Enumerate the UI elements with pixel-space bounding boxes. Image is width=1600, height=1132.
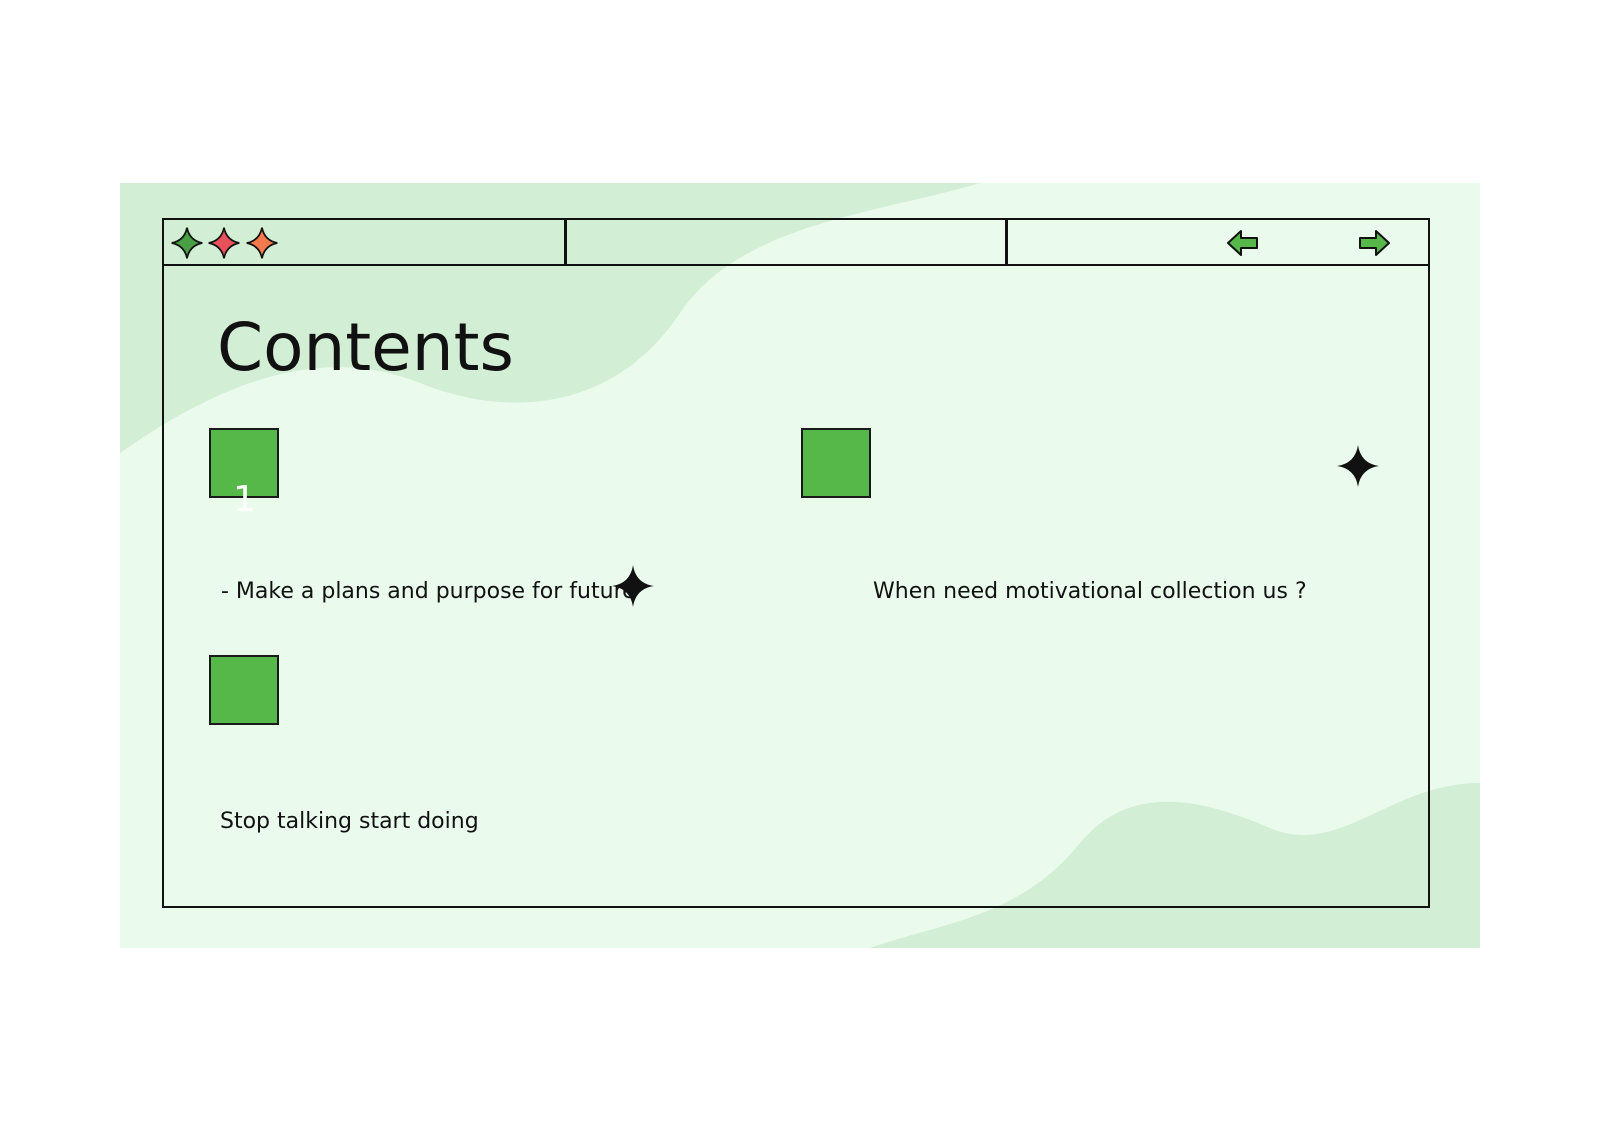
- title-bar-divider: [564, 220, 567, 264]
- item-number-box: [209, 655, 279, 725]
- item-number: 1: [233, 479, 256, 520]
- red-star-icon: [208, 227, 240, 259]
- title-bar-divider: [1005, 220, 1008, 264]
- content-item-text: - Make a plans and purpose for future: [221, 579, 636, 604]
- item-number-box: [801, 428, 871, 498]
- orange-star-icon: [246, 227, 278, 259]
- background-blob-top-left: [120, 183, 980, 453]
- item-number-box: 1: [209, 428, 279, 518]
- slide: Contents 1 - Make a plans and purpose fo…: [120, 183, 1480, 948]
- arrow-left-icon[interactable]: [1226, 228, 1260, 258]
- content-item-text: When need motivational collection us ?: [873, 579, 1307, 604]
- green-star-icon: [171, 227, 203, 259]
- window-frame: Contents 1 - Make a plans and purpose fo…: [162, 218, 1430, 908]
- sparkle-star-icon: [612, 565, 654, 607]
- sparkle-star-icon: [1337, 445, 1379, 487]
- page-title: Contents: [217, 309, 514, 386]
- title-bar: [164, 220, 1428, 266]
- arrow-right-icon[interactable]: [1357, 228, 1391, 258]
- content-item-text: Stop talking start doing: [220, 809, 479, 834]
